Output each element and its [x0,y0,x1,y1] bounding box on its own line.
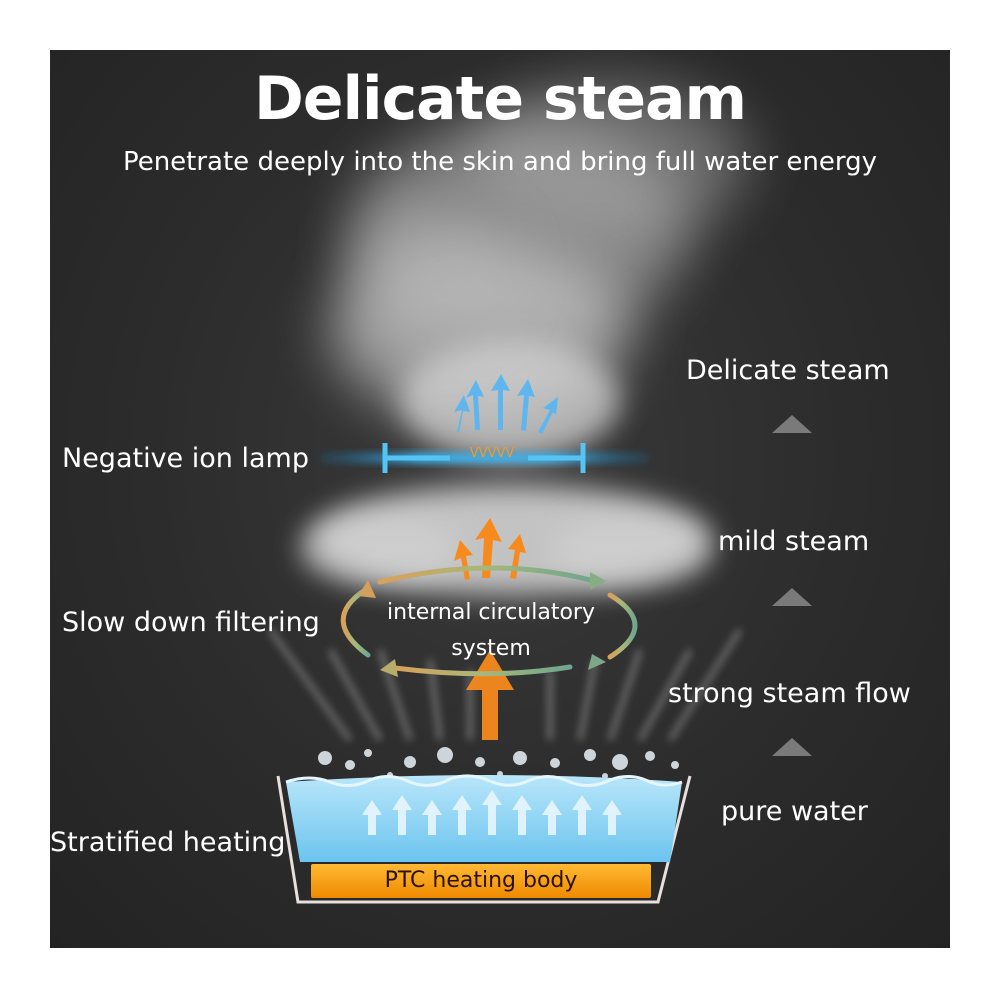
infographic-panel: Delicate steam Penetrate deeply into the… [50,50,950,948]
label-pure-water: pure water [721,796,868,827]
steam-illustration [267,80,812,904]
label-slow-down-filtering: Slow down filtering [62,607,320,638]
page-title: Delicate steam [253,64,747,134]
label-negative-ion-lamp: Negative ion lamp [62,443,309,474]
ptc-heating-body-label: PTC heating body [384,868,578,893]
label-mild-steam: mild steam [718,526,870,557]
triangle-up-icon [772,415,812,756]
circulatory-text-line1: internal circulatory [387,600,595,625]
negative-ion-lamp [320,443,650,473]
water-bubbles [318,747,679,779]
steam-cloud-middle [300,485,710,595]
lamp-coil: VVVVV [469,446,515,461]
water-heat-arrows [362,790,622,835]
page-subtitle: Penetrate deeply into the skin and bring… [122,147,878,177]
circular-arrows-icon [340,565,638,677]
steam-streaks [267,628,743,742]
steam-cloud-top [330,80,750,460]
orange-up-arrow-icon [454,518,526,740]
circulatory-text-line2: system [451,636,531,661]
blue-up-arrow-icon [454,374,558,434]
label-stratified-heating: Stratified heating [50,827,286,858]
label-delicate-steam: Delicate steam [686,355,890,386]
label-strong-steam-flow: strong steam flow [668,678,911,709]
